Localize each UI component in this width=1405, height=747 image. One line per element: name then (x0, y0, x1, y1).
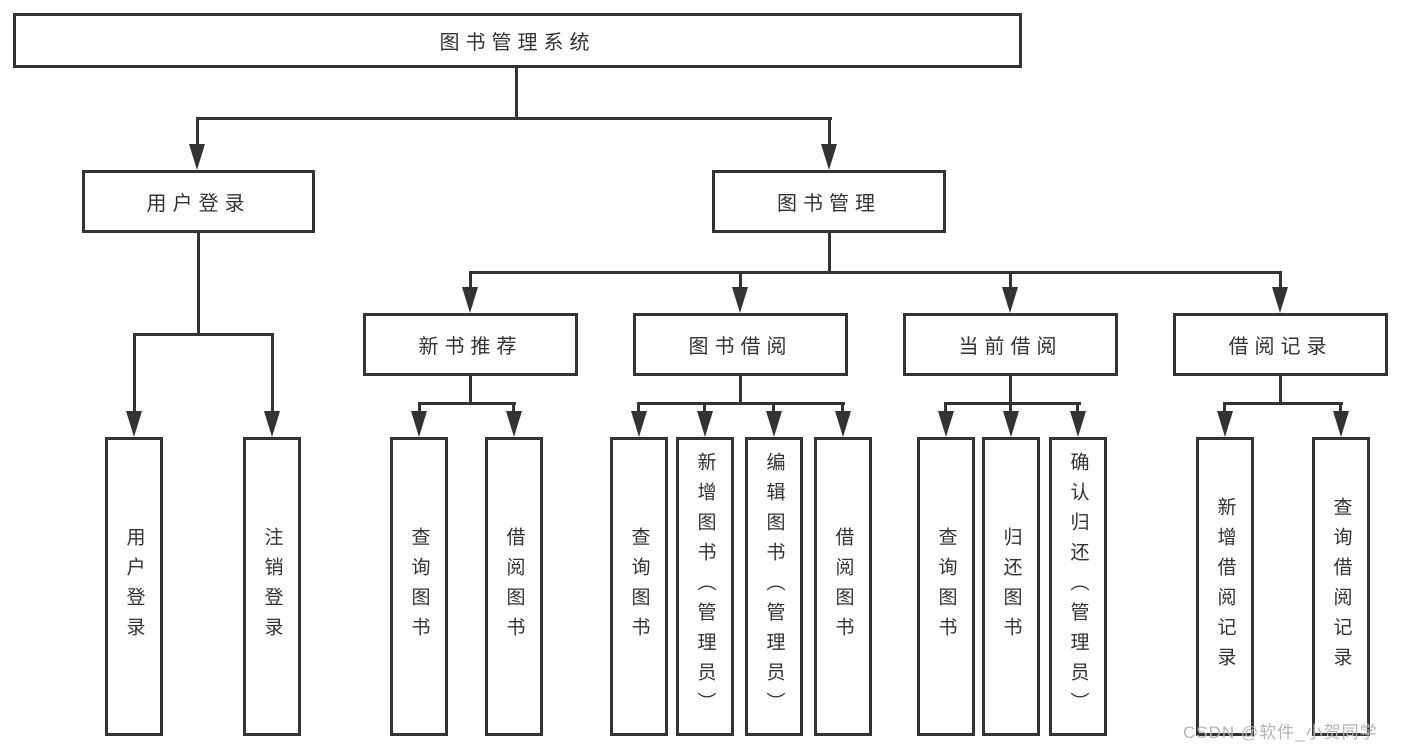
arrow-down-icon (938, 411, 954, 437)
node-root-box: 图书管理系统 (13, 13, 1022, 68)
arrow-down-icon (462, 287, 478, 313)
leaf-add-borrow-record-box: 新增借阅记录 (1196, 437, 1254, 736)
leaf-return-book-box: 归还图书 (982, 437, 1040, 736)
leaf-query-borrow-record-label: 查询借阅记录 (1330, 496, 1352, 677)
connector-line (772, 402, 775, 415)
arrow-down-icon (1217, 411, 1233, 437)
leaf-add-borrow-record-label: 新增借阅记录 (1214, 496, 1236, 677)
csdn-watermark: CSDN @软件_小贺同学 (1183, 723, 1378, 742)
arrow-down-icon (835, 411, 851, 437)
arrow-down-icon (126, 411, 142, 437)
leaf-query-book-2-box: 查询图书 (610, 437, 668, 736)
connector-line (944, 402, 1081, 405)
connector-line (271, 333, 274, 415)
arrow-down-icon (697, 411, 713, 437)
arrow-down-icon (766, 411, 782, 437)
connector-line (1279, 271, 1282, 292)
arrow-down-icon (189, 144, 205, 170)
arrow-down-icon (506, 411, 522, 437)
leaf-logout-label: 注销登录 (261, 526, 283, 647)
leaf-add-book-admin-box: 新增图书（管理员） (676, 437, 734, 736)
connector-line (1009, 376, 1012, 405)
arrow-down-icon (732, 287, 748, 313)
leaf-query-book-2-label: 查询图书 (628, 526, 650, 647)
leaf-confirm-return-admin-label: 确认归还（管理员） (1067, 451, 1089, 722)
leaf-confirm-return-admin-box: 确认归还（管理员） (1049, 437, 1107, 736)
connector-line (469, 271, 472, 292)
node-borrow-record-box: 借阅记录 (1173, 313, 1388, 376)
connector-line (196, 117, 199, 150)
connector-line (133, 333, 136, 415)
connector-line (418, 402, 421, 415)
leaf-user-login-box: 用户登录 (105, 437, 163, 736)
node-book-borrow-box: 图书借阅 (633, 313, 848, 376)
arrow-down-icon (1003, 411, 1019, 437)
node-user-login-label: 用户登录 (146, 193, 251, 215)
connector-line (512, 402, 515, 415)
connector-line (469, 376, 472, 405)
leaf-query-book-1-box: 查询图书 (390, 437, 448, 736)
connector-line (637, 402, 640, 415)
arrow-down-icon (1333, 411, 1349, 437)
connector-line (1223, 402, 1226, 415)
connector-line (1223, 402, 1343, 405)
node-user-login-box: 用户登录 (82, 170, 315, 233)
connector-line (1076, 402, 1079, 415)
leaf-logout-box: 注销登录 (243, 437, 301, 736)
leaf-add-book-admin-label: 新增图书（管理员） (694, 451, 716, 722)
node-current-borrow-box: 当前借阅 (903, 313, 1118, 376)
node-new-book-box: 新书推荐 (363, 313, 578, 376)
leaf-query-book-3-label: 查询图书 (935, 526, 957, 647)
leaf-edit-book-admin-label: 编辑图书（管理员） (763, 451, 785, 722)
arrow-down-icon (1070, 411, 1086, 437)
connector-line (828, 117, 831, 150)
leaf-query-book-1-label: 查询图书 (408, 526, 430, 647)
leaf-edit-book-admin-box: 编辑图书（管理员） (745, 437, 803, 736)
arrow-down-icon (631, 411, 647, 437)
arrow-down-icon (264, 411, 280, 437)
node-root-label: 图书管理系统 (439, 32, 596, 54)
leaf-query-borrow-record-box: 查询借阅记录 (1312, 437, 1370, 736)
arrow-down-icon (1272, 287, 1288, 313)
connector-line (739, 376, 742, 405)
connector-line (197, 233, 200, 336)
node-current-borrow-label: 当前借阅 (958, 336, 1063, 358)
connector-line (828, 233, 831, 274)
connector-line (637, 402, 845, 405)
connector-line (1279, 376, 1282, 405)
connector-line (469, 271, 1282, 274)
connector-line (739, 271, 742, 292)
arrow-down-icon (1002, 287, 1018, 313)
connector-line (703, 402, 706, 415)
connector-line (841, 402, 844, 415)
connector-line (418, 402, 516, 405)
connector-line (944, 402, 947, 415)
leaf-borrow-book-2-box: 借阅图书 (814, 437, 872, 736)
connector-line (1339, 402, 1342, 415)
connector-line (196, 117, 832, 120)
node-book-borrow-label: 图书借阅 (688, 336, 793, 358)
node-borrow-record-label: 借阅记录 (1228, 336, 1333, 358)
node-book-mgmt-box: 图书管理 (712, 170, 946, 233)
leaf-borrow-book-1-label: 借阅图书 (503, 526, 525, 647)
arrow-down-icon (411, 411, 427, 437)
leaf-borrow-book-2-label: 借阅图书 (832, 526, 854, 647)
arrow-down-icon (821, 144, 837, 170)
node-book-mgmt-label: 图书管理 (777, 193, 881, 215)
connector-line (1009, 271, 1012, 292)
connector-line (515, 68, 518, 118)
connector-line (133, 333, 274, 336)
leaf-user-login-label: 用户登录 (123, 526, 145, 647)
leaf-return-book-label: 归还图书 (1000, 526, 1022, 647)
connector-line (1009, 402, 1012, 415)
leaf-borrow-book-1-box: 借阅图书 (485, 437, 543, 736)
node-new-book-label: 新书推荐 (418, 336, 523, 358)
leaf-query-book-3-box: 查询图书 (917, 437, 975, 736)
